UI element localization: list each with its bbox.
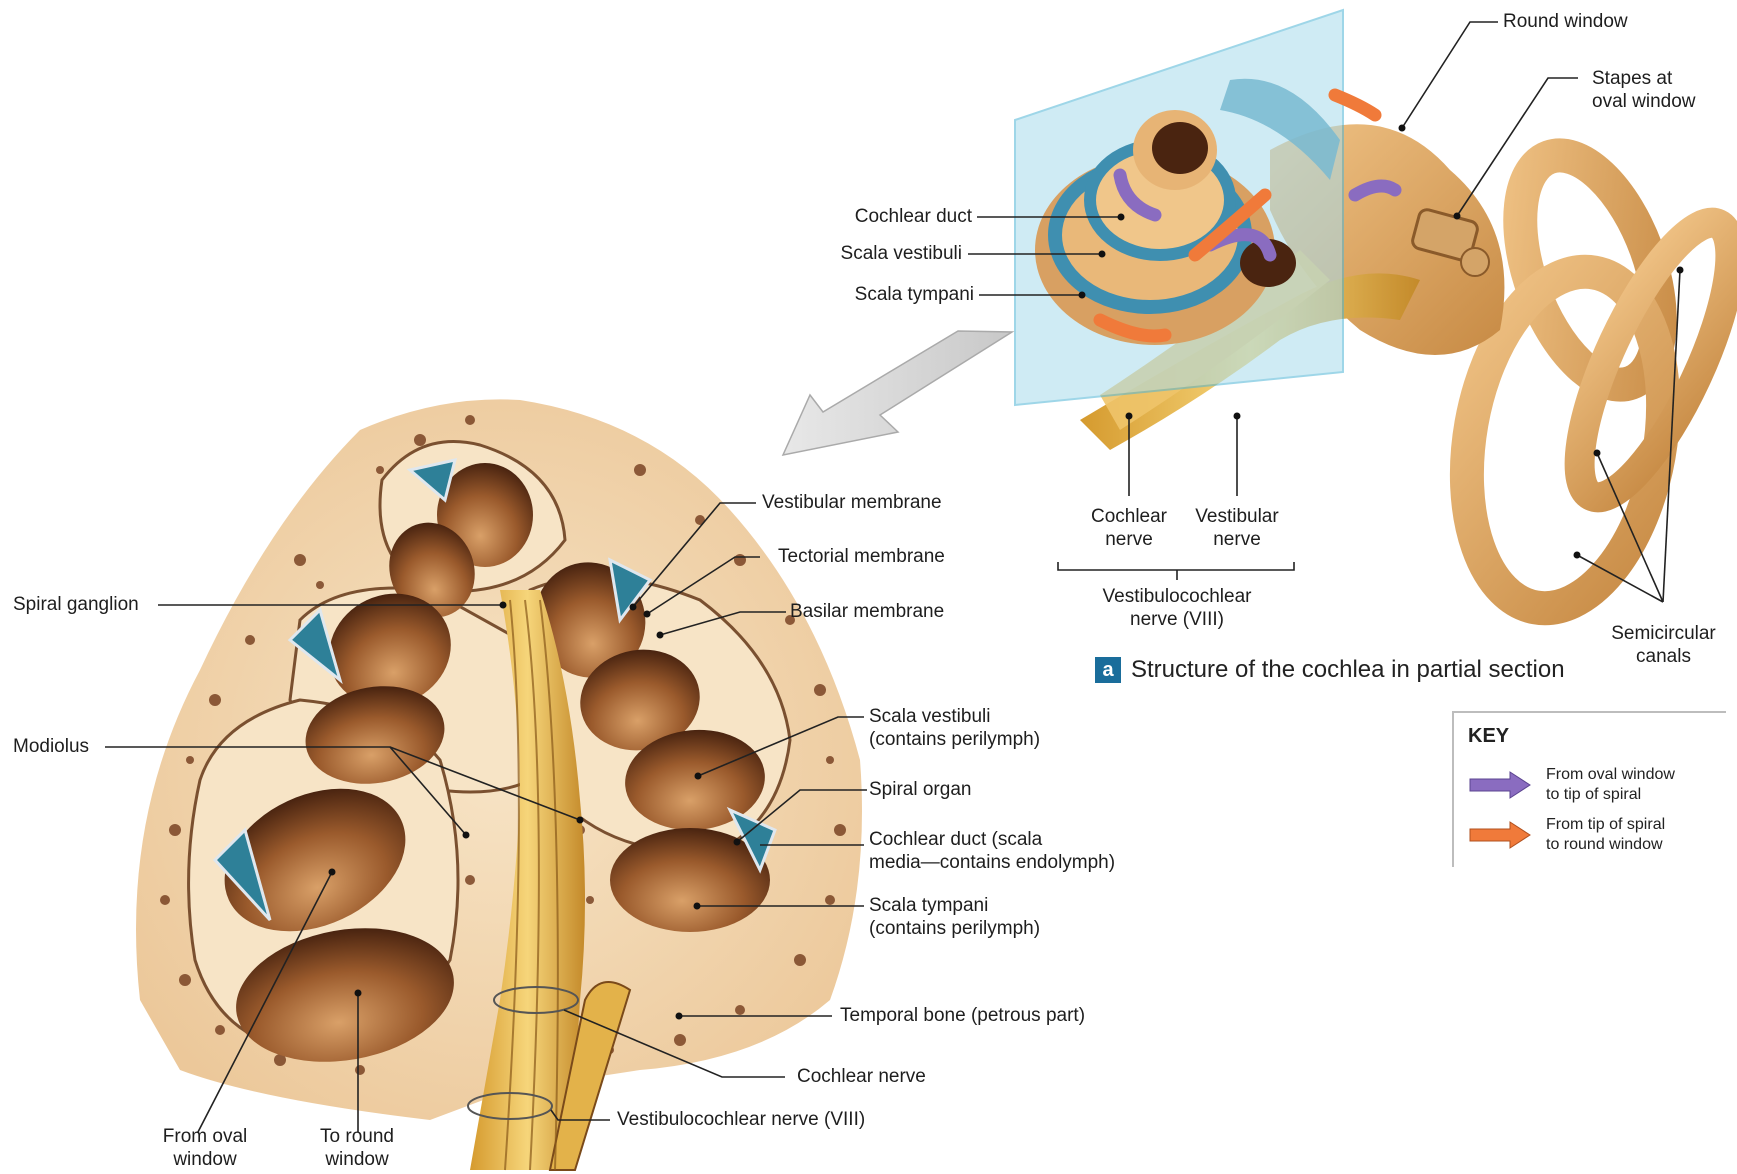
label-tectorial-membrane: Tectorial membrane <box>778 545 945 568</box>
cross-section-drawing <box>136 399 862 1170</box>
key-item-oval-to-tip: From oval window to tip of spiral <box>1468 765 1675 805</box>
zoom-arrow <box>783 331 1012 455</box>
label-temporal-bone: Temporal bone (petrous part) <box>840 1004 1085 1027</box>
label-vestibular-membrane: Vestibular membrane <box>762 491 942 514</box>
key-legend: KEY From oval window to tip of spiral Fr… <box>1452 711 1726 867</box>
label-scala-tympani-top: Scala tympani <box>780 283 974 306</box>
label-scala-tympani-section: Scala tympani(contains perilymph) <box>869 894 1040 940</box>
label-cochlear-nerve-section: Cochlear nerve <box>797 1065 926 1088</box>
purple-arrow-icon <box>1468 770 1532 800</box>
key-title: KEY <box>1468 725 1509 748</box>
label-round-window: Round window <box>1503 10 1628 33</box>
label-scala-vestibuli-section: Scala vestibuli(contains perilymph) <box>869 705 1040 751</box>
orange-arrow-icon <box>1468 820 1532 850</box>
semicircular-canals-drawing <box>1442 137 1737 624</box>
caption-text: Structure of the cochlea in partial sect… <box>1131 656 1565 684</box>
label-scala-vestibuli-top: Scala vestibuli <box>780 242 962 265</box>
label-spiral-organ: Spiral organ <box>869 778 971 801</box>
label-cochlear-duct-top: Cochlear duct <box>780 205 972 228</box>
label-vestibulocochlear-section: Vestibulocochlear nerve (VIII) <box>617 1108 865 1131</box>
key-item-tip-to-round: From tip of spiral to round window <box>1468 815 1665 855</box>
caption-letter: a <box>1095 657 1121 683</box>
panel-caption: a Structure of the cochlea in partial se… <box>1095 656 1565 684</box>
label-basilar-membrane: Basilar membrane <box>790 600 944 623</box>
label-spiral-ganglion: Spiral ganglion <box>13 593 139 616</box>
label-modiolus: Modiolus <box>13 735 89 758</box>
